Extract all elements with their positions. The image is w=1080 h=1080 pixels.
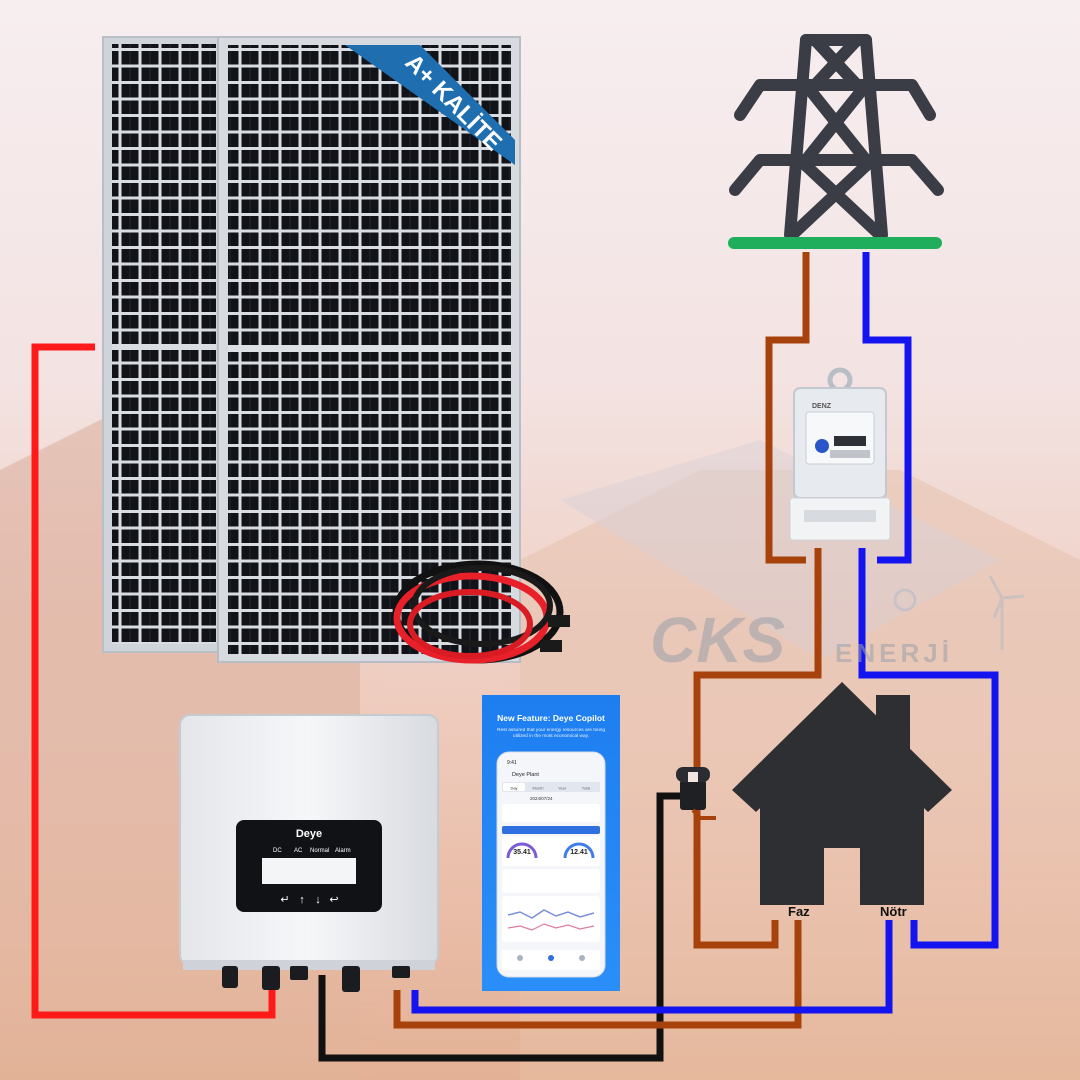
indicator-dc: DC [273,848,282,854]
dc-positive-wire [31,343,276,1019]
inverter-button-enter: ↵ [280,894,289,906]
app-tab-day: Day [510,786,517,791]
neutral-label: Nötr [880,904,907,919]
app-value-right: 12.41 [570,849,588,856]
electricity-meter: DENZ [789,367,891,541]
meter-brand: DENZ [812,403,832,410]
inverter-button-down: ↓ [315,894,321,906]
brand-watermark: CKS ENERJİ [650,575,1025,676]
neutral-wire [411,252,999,1014]
grid-tower-icon [728,34,944,249]
app-header-title: New Feature: Deye Copilot [497,713,605,723]
app-tab-year: Year [558,786,567,791]
inverter-indicators: DC AC Normal Alarm [273,848,351,854]
app-tab-total: Total [582,786,591,791]
solar-cable-coil [392,560,570,664]
house-icon: Faz Nötr [732,682,952,919]
indicator-alarm: Alarm [335,848,351,854]
phase-label: Faz [788,904,810,919]
inverter-connectors [222,966,410,992]
solar-panel-front [217,36,521,663]
indicator-normal: Normal [310,848,329,854]
inverter-brand: Deye [296,828,322,840]
indicator-ac: AC [294,848,303,854]
ct-clamp-sensor [676,767,716,820]
inverter-buttons: ↵ ↑ ↓ ↩ [280,894,338,906]
inverter-button-back: ↩ [329,894,338,906]
inverter-button-up: ↑ [299,894,305,906]
app-phone-time: 9:41 [507,760,517,766]
dc-negative-wire [318,792,680,1062]
app-header-subtitle: Rest assured that your energy resources … [497,728,605,739]
monitoring-app-card: New Feature: Deye Copilot Rest assured t… [482,695,620,991]
app-value-left: 35.41 [513,849,531,856]
watermark-suffix: ENERJİ [835,638,953,668]
inverter-unit: Deye DC AC Normal Alarm ↵ ↑ ↓ ↩ [179,714,439,992]
watermark-brand: CKS [650,604,785,676]
solar-panel-back [102,36,226,653]
app-plant-title: Deye Plant [512,772,539,778]
app-tab-month: Month [532,786,543,791]
app-tabs: Day Month Year Total [502,782,600,792]
app-date: 2024/07/24 [530,796,553,801]
